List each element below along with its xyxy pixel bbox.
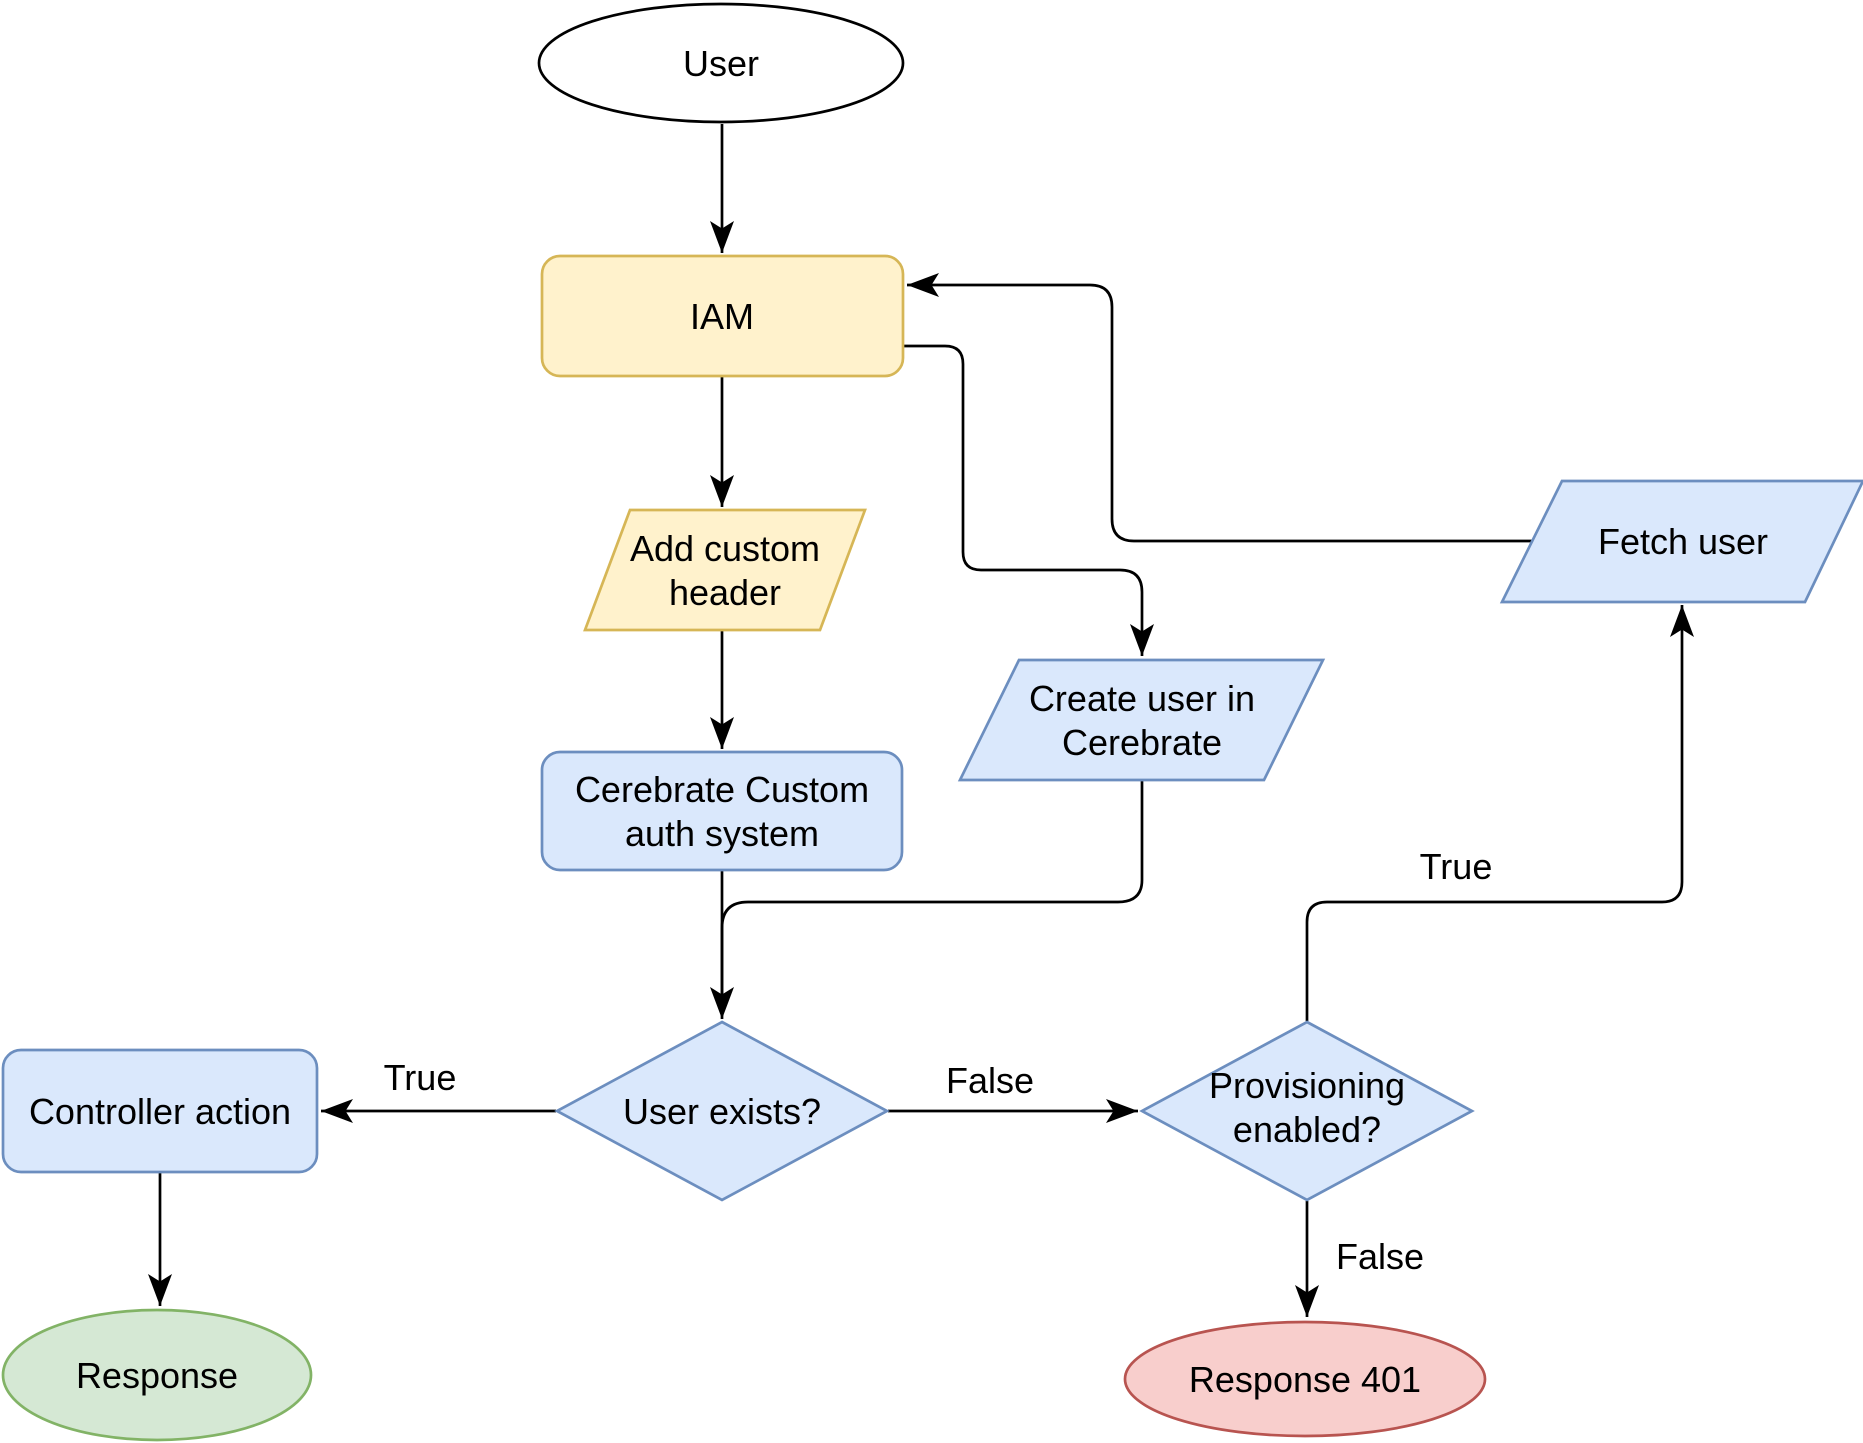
node-controller-action: Controller action	[1, 1048, 319, 1174]
response-401-label: Response 401	[1189, 1359, 1421, 1400]
cerebrate-auth-shape	[540, 750, 904, 872]
add-custom-header-shape	[583, 508, 867, 632]
edge-label-user-exists-true: True	[384, 1057, 457, 1098]
create-user-label-line2: Cerebrate	[1062, 722, 1222, 763]
controller-action-label: Controller action	[29, 1091, 291, 1132]
add-custom-header-label-line2: header	[669, 572, 781, 613]
fetch-user-shape	[1499, 479, 1863, 604]
iam-shape	[540, 254, 905, 378]
add-custom-header-label-line1: Add custom	[630, 528, 820, 569]
cerebrate-auth-label-line1: Cerebrate Custom	[575, 769, 869, 810]
user-exists-shape	[554, 1020, 890, 1202]
node-response: Response	[1, 1308, 313, 1442]
edge-label-provisioning-true: True	[1420, 846, 1493, 887]
edge-label-provisioning-false: False	[1336, 1236, 1424, 1277]
node-create-user: Create user in Cerebrate	[957, 658, 1326, 782]
edges	[148, 124, 1694, 1317]
controller-action-shape	[1, 1048, 319, 1174]
edge-provisioning-true-to-fetch-user	[1305, 605, 1694, 1021]
edge-fetch-user-to-iam	[907, 273, 1532, 543]
node-provisioning-enabled: Provisioning enabled?	[1139, 1020, 1475, 1202]
response-label: Response	[76, 1355, 238, 1396]
create-user-shape	[957, 658, 1326, 782]
node-iam: IAM	[540, 254, 905, 378]
provisioning-enabled-label-line2: enabled?	[1233, 1109, 1381, 1150]
node-add-custom-header: Add custom header	[583, 508, 867, 632]
node-fetch-user: Fetch user	[1499, 479, 1863, 604]
user-shape	[537, 2, 905, 124]
node-response-401: Response 401	[1123, 1320, 1487, 1438]
node-user: User	[537, 2, 905, 124]
provisioning-enabled-label-line1: Provisioning	[1209, 1065, 1405, 1106]
node-user-exists: User exists?	[554, 1020, 890, 1202]
response-401-shape	[1123, 1320, 1487, 1438]
edge-create-user-to-user-exists	[720, 781, 1144, 1005]
response-shape	[1, 1308, 313, 1442]
cerebrate-auth-label-line2: auth system	[625, 813, 819, 854]
user-exists-label: User exists?	[623, 1091, 821, 1132]
iam-label: IAM	[690, 296, 754, 337]
edge-label-user-exists-false: False	[946, 1060, 1034, 1101]
edge-iam-to-create-user	[903, 344, 1154, 656]
create-user-label-line1: Create user in	[1029, 678, 1255, 719]
fetch-user-label: Fetch user	[1598, 521, 1768, 562]
user-label: User	[683, 43, 759, 84]
node-cerebrate-auth: Cerebrate Custom auth system	[540, 750, 904, 872]
provisioning-enabled-shape	[1139, 1020, 1475, 1202]
